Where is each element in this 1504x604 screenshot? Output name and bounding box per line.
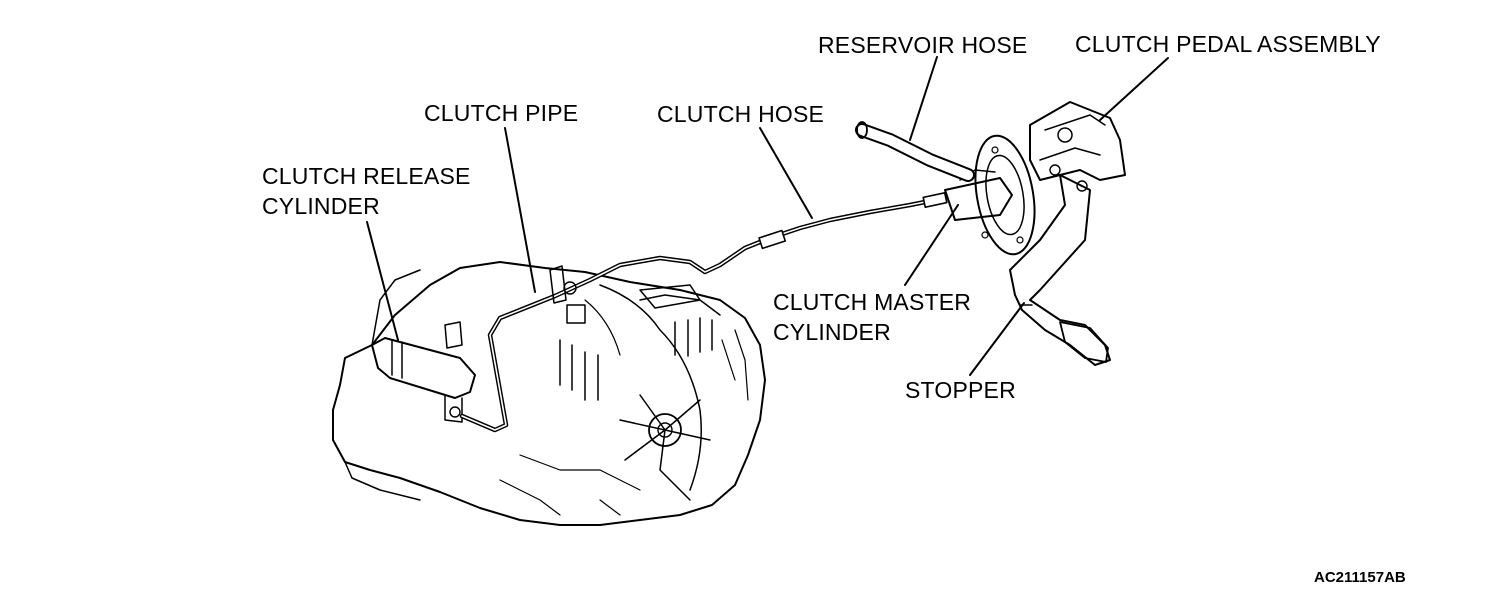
clutch-hose-drawing bbox=[758, 192, 948, 250]
leader-clutch-master-cylinder bbox=[904, 204, 959, 286]
figure-code: AC211157AB bbox=[1314, 569, 1406, 586]
label-clutch-release-cylinder-line1: CLUTCH RELEASE bbox=[262, 163, 471, 189]
clutch-pipe-drawing bbox=[459, 235, 773, 433]
label-clutch-release-cylinder-line2: CYLINDER bbox=[262, 193, 380, 219]
transmission-drawing bbox=[332, 261, 766, 526]
leader-lines bbox=[366, 56, 1169, 376]
leader-clutch-hose bbox=[759, 127, 813, 219]
label-clutch-master-cylinder-line1: CLUTCH MASTER bbox=[773, 289, 972, 315]
label-clutch-master-cylinder-line2: CYLINDER bbox=[773, 319, 891, 345]
leader-reservoir-hose bbox=[909, 56, 938, 141]
leader-stopper bbox=[969, 302, 1025, 376]
leader-clutch-pipe bbox=[504, 127, 536, 293]
label-clutch-pedal-assembly: CLUTCH PEDAL ASSEMBLY bbox=[1075, 31, 1381, 57]
leader-clutch-release-cylinder bbox=[366, 221, 399, 341]
label-stopper: STOPPER bbox=[905, 377, 1016, 403]
label-clutch-pipe: CLUTCH PIPE bbox=[424, 100, 579, 126]
label-clutch-hose: CLUTCH HOSE bbox=[657, 101, 825, 127]
label-reservoir-hose: RESERVOIR HOSE bbox=[818, 32, 1028, 58]
clutch-release-cylinder-drawing bbox=[371, 321, 476, 423]
clutch-pedal-assembly-drawing bbox=[855, 101, 1126, 366]
leader-clutch-pedal-assembly bbox=[1099, 57, 1169, 121]
